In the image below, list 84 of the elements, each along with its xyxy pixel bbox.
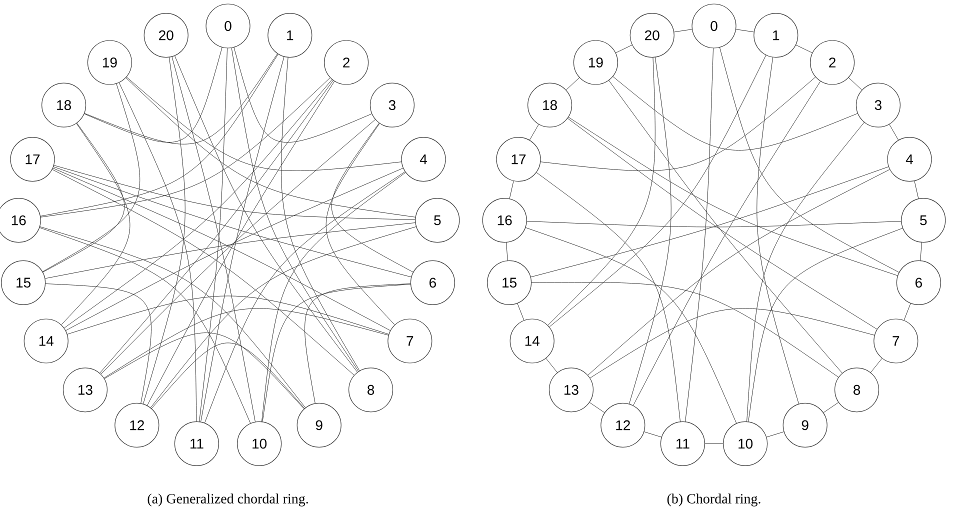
edge-line: [326, 123, 395, 325]
edge-line: [674, 29, 692, 32]
edge-line: [44, 222, 416, 279]
edge-line: [506, 242, 508, 261]
edge-line: [61, 123, 130, 325]
caption: (b) Chordal ring.: [667, 494, 760, 506]
edge-line: [104, 308, 389, 378]
edge-line: [40, 54, 278, 216]
edge-line: [84, 47, 222, 142]
edge-line: [84, 54, 278, 144]
edge-line: [567, 118, 878, 330]
edge-line: [685, 48, 714, 422]
edge-line: [529, 124, 539, 140]
edge-line: [766, 432, 784, 438]
edge-line: [530, 166, 889, 278]
edge-line: [200, 56, 284, 422]
edge-line: [281, 57, 360, 371]
edge-line: [904, 303, 911, 320]
edge-line: [748, 228, 903, 422]
edge-line: [104, 332, 304, 409]
edge-line: [151, 342, 305, 409]
edge-line: [531, 282, 839, 378]
edge-line: [566, 77, 580, 90]
edge-line: [608, 80, 842, 374]
edge-line: [42, 122, 124, 272]
edge-line: [204, 171, 406, 424]
edge-line: [53, 166, 412, 278]
edge-line: [590, 308, 875, 378]
edge-line: [589, 402, 605, 413]
edge-line: [126, 78, 416, 218]
edge-line: [234, 47, 372, 142]
edge-line: [40, 78, 330, 218]
edge-line: [517, 303, 524, 320]
edge-line: [525, 227, 737, 424]
edge-line: [920, 242, 922, 261]
edge-line: [536, 172, 680, 422]
edge-line: [823, 402, 839, 413]
edge-line: [546, 358, 558, 373]
edge-line: [262, 284, 411, 422]
caption: (a) Generalized chordal ring.: [148, 494, 308, 506]
edge-line: [304, 283, 411, 404]
edge-line: [39, 227, 251, 424]
edge-line: [568, 116, 898, 276]
edge-line: [848, 77, 862, 90]
edge-line: [67, 296, 389, 334]
edge-line: [633, 81, 821, 406]
edge-line: [126, 76, 402, 171]
edge-line: [45, 283, 152, 404]
edge-line: [704, 443, 724, 444]
edge-line: [746, 122, 864, 422]
edge-line: [147, 81, 335, 406]
edge-line: [756, 57, 800, 404]
edge-line: [526, 220, 902, 228]
edge-line: [231, 48, 359, 372]
edge-line: [42, 84, 140, 272]
edge-line: [199, 48, 228, 422]
edge-line: [616, 44, 632, 54]
edge-line: [332, 122, 414, 272]
edge-line: [628, 57, 672, 404]
edge-line: [142, 57, 186, 404]
edge-line: [549, 55, 766, 328]
edge-line: [540, 76, 816, 171]
edge-line: [889, 124, 899, 140]
edge-line: [40, 226, 306, 408]
edge-line: [52, 169, 354, 376]
edge-line: [54, 165, 416, 220]
edge-line: [736, 29, 754, 32]
edge-line: [118, 82, 197, 422]
edge-line: [588, 169, 890, 376]
edge-line: [796, 44, 812, 54]
edge-line: [914, 180, 919, 199]
edge-line: [719, 47, 900, 273]
edge-line: [174, 56, 358, 372]
edge-line: [150, 226, 416, 408]
edge-line: [509, 180, 514, 199]
edge-line: [100, 119, 376, 374]
edge-line: [64, 79, 332, 328]
edge-line: [644, 432, 662, 438]
edge-line: [262, 172, 406, 422]
edge-line: [612, 76, 858, 150]
edge-line: [870, 358, 882, 373]
edge-line: [100, 80, 334, 374]
edge-line: [172, 56, 256, 422]
edge-line: [548, 57, 656, 326]
